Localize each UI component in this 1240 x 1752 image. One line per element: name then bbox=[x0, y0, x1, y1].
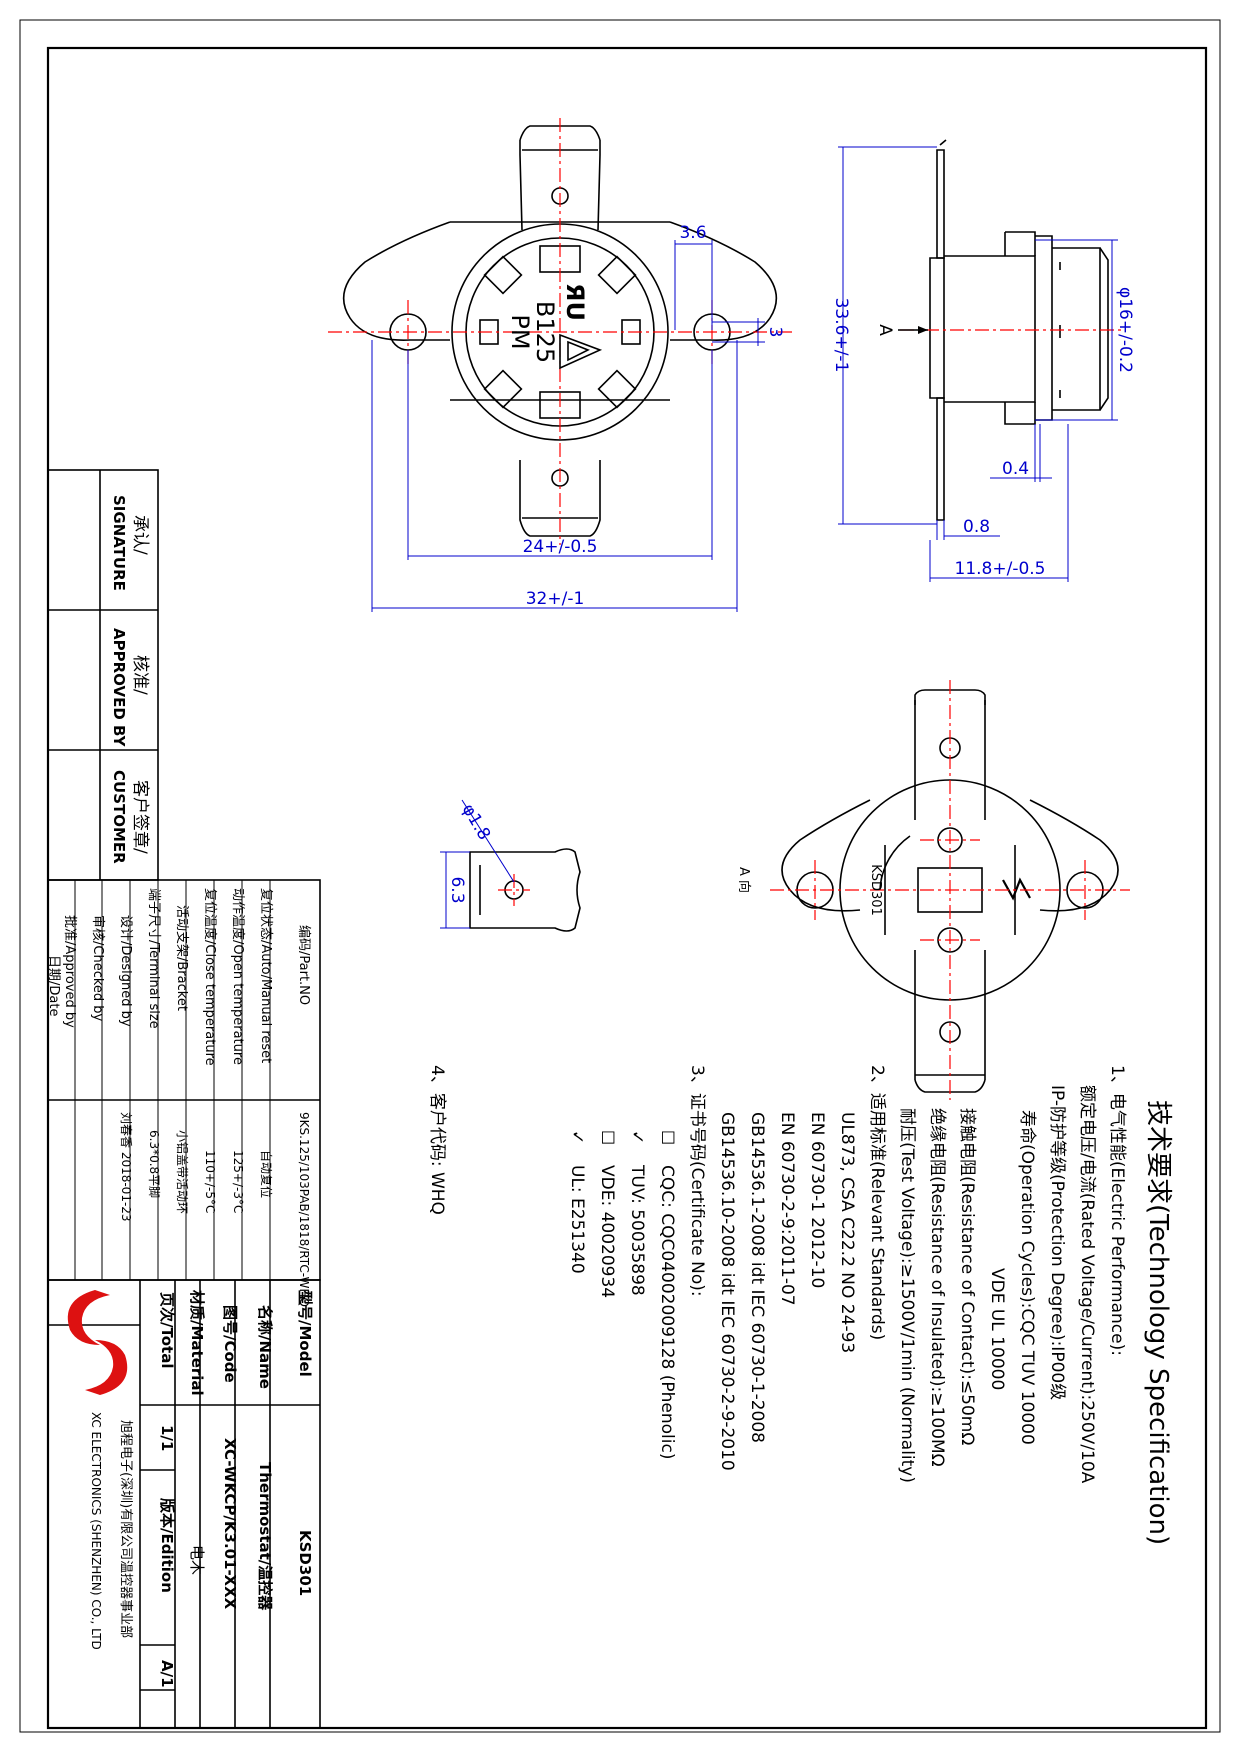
dim-33-6: 33.6+/-1 bbox=[831, 298, 851, 373]
spec-contact: 接触电阻(Resistance of Contact):≤50mΩ bbox=[957, 1108, 977, 1445]
p9-label: 批准/Approved by bbox=[62, 915, 77, 1028]
lightning-logo-icon bbox=[1002, 877, 1031, 901]
bottom-view: KSD301 A 向 bbox=[736, 680, 1130, 1100]
p4-label: 复位温度/Close temperature bbox=[202, 888, 218, 1066]
name-value: Thermostat/温控器 bbox=[256, 1462, 274, 1611]
app-en: APPROVED BY bbox=[110, 628, 128, 748]
company-cn: 旭程电子(深圳)有限公司温控器事业部 bbox=[118, 1420, 133, 1638]
p6-label: 端子尺寸/Terminal size bbox=[146, 888, 161, 1029]
cert-vde-mark: ☐ bbox=[597, 1130, 617, 1145]
face-mark-b125: B125 bbox=[531, 301, 559, 363]
spec-title: 技术要求(Technology Specification) bbox=[1143, 1100, 1173, 1545]
cert-tuv: TUV: 50035898 bbox=[627, 1164, 647, 1296]
face-mark-ru: ЯU bbox=[561, 283, 589, 321]
spec-s1-head: 1、电气性能(Electric Performance): bbox=[1107, 1065, 1127, 1356]
cus-en: CUSTOMER bbox=[110, 770, 128, 864]
cert-cqc-mark: ☐ bbox=[657, 1130, 677, 1145]
p8-label: 审核/Checked by bbox=[90, 915, 105, 1022]
dim-24: 24+/-0.5 bbox=[523, 537, 598, 557]
spec-s2-head: 2、适用标准(Relevant Standards) bbox=[867, 1065, 887, 1340]
p1-value: 9KS.125/103PAB/1818/RTC-WHQ bbox=[297, 1112, 311, 1307]
company-logo-icon bbox=[67, 1290, 128, 1395]
p10-label: 日期/Date bbox=[46, 955, 61, 1016]
view-a-label: A bbox=[875, 324, 895, 336]
name-label: 名称/Name bbox=[256, 1305, 274, 1389]
code-label: 图号/Code bbox=[221, 1305, 239, 1383]
model-value: KSD301 bbox=[296, 1530, 314, 1596]
spec-life2: VDE UL 10000 bbox=[987, 1268, 1007, 1390]
spec-s3-head: 3、证书号码(Certificate No): bbox=[687, 1065, 707, 1297]
dim-3-6: 3.6 bbox=[679, 223, 706, 243]
dim-32: 32+/-1 bbox=[526, 589, 585, 609]
spec-voltage: 耐压(Test Voltage):≥1500V/1min (Normality) bbox=[897, 1108, 917, 1483]
dim-6-3: 6.3 bbox=[447, 876, 467, 903]
outer-border bbox=[19, 19, 1221, 1733]
total-value: 1/1 bbox=[158, 1425, 176, 1451]
spec-std1: UL873, CSA C22.2 NO 24-93 bbox=[837, 1112, 857, 1353]
view-a-direction: A 向 bbox=[736, 867, 752, 893]
model-label: 型号/Model bbox=[296, 1290, 314, 1377]
p7-label: 设计/Designed by bbox=[118, 915, 133, 1027]
side-model-mark: KSD301 bbox=[868, 864, 883, 916]
sig-en: SIGNATURE bbox=[110, 495, 128, 591]
p1-label: 编码/Part.NO bbox=[296, 925, 311, 1005]
spec-insul: 绝缘电阻(Resistance of Insulated):≥100MΩ bbox=[927, 1108, 947, 1467]
cus-cn: 客户签章/ bbox=[130, 780, 150, 854]
p2-label: 复位状态/Auto/Manual reset bbox=[258, 888, 273, 1063]
code-value: XC-WKCP/K3.01-XXX bbox=[221, 1438, 239, 1610]
dim-11-8: 11.8+/-0.5 bbox=[955, 559, 1046, 579]
spec-ip: IP-防护等级(Protection Degree):IP00级 bbox=[1047, 1085, 1067, 1400]
terminal-detail: φ1.8 6.3 bbox=[440, 799, 581, 932]
sig-cn: 承认/ bbox=[130, 515, 150, 555]
cert-cqc: CQC: CQC04002009128 (Phenolic) bbox=[657, 1165, 677, 1459]
edition-value: A/1 bbox=[158, 1660, 176, 1688]
cert-ul-mark: ✓ bbox=[567, 1130, 587, 1144]
material-label: 材质/Material bbox=[188, 1290, 206, 1396]
spec-std5: GB14536.10-2008 idt IEC 60730-2-9-2010 bbox=[717, 1112, 737, 1471]
triangle-mark-icon bbox=[559, 333, 603, 370]
dim-0-4: 0.4 bbox=[1002, 459, 1029, 479]
spec-std2: EN 60730-1 2012-10 bbox=[807, 1112, 827, 1288]
side-view: A 33.6+/-1 φ16+/-0.2 0.4 0.8 11.8+/-0.5 bbox=[831, 139, 1135, 582]
company-en: XC ELECTRONICS (SHENZHEN) CO., LTD bbox=[89, 1412, 103, 1650]
face-mark-pm: PM bbox=[506, 314, 534, 349]
cert-vde: VDE: 40020934 bbox=[597, 1165, 617, 1298]
p3-label: 动作温度/Open temperature bbox=[230, 888, 246, 1065]
dim-0-8: 0.8 bbox=[963, 517, 990, 537]
material-value: 电木 bbox=[188, 1545, 206, 1575]
p3-value: 125+/-3°C bbox=[231, 1150, 245, 1213]
cert-ul: UL: E251340 bbox=[567, 1165, 587, 1274]
cert-tuv-mark: ✓ bbox=[627, 1130, 647, 1144]
dim-phi16: φ16+/-0.2 bbox=[1115, 287, 1135, 373]
p5-label: 活动支架/Bracket bbox=[174, 905, 189, 1011]
spec-life: 寿命(Operation Cycles):CQC TUV 10000 bbox=[1017, 1110, 1037, 1445]
edition-label: 版本/Edition bbox=[158, 1498, 176, 1593]
tech-spec-block: 技术要求(Technology Specification) 1、电气性能(El… bbox=[427, 1065, 1173, 1545]
app-cn: 核准/ bbox=[130, 655, 150, 695]
spec-rated: 额定电压/电流(Rated Voltage/Current):250V/10A bbox=[1077, 1085, 1097, 1484]
p6-value: 6.3*0.8平脚 bbox=[147, 1130, 162, 1198]
title-block: 型号/Model KSD301 名称/Name Thermostat/温控器 图… bbox=[47, 1279, 321, 1729]
top-view: B125 PM ЯU 3.6 3 24+/-0.5 32+/-1 bbox=[328, 118, 795, 612]
p7-value: 刘春香 2018-01-23 bbox=[119, 1112, 133, 1222]
dim-phi1-8: φ1.8 bbox=[458, 801, 494, 844]
p2-value: 自动复位 bbox=[259, 1150, 274, 1198]
spec-std3: EN 60730-2-9:2011-07 bbox=[777, 1112, 797, 1306]
signature-strip: 承认/ SIGNATURE 核准/ APPROVED BY 客户签章/ CUST… bbox=[47, 469, 159, 881]
p4-value: 110+/-5°C bbox=[203, 1150, 217, 1213]
total-label: 页次/Total bbox=[158, 1292, 176, 1368]
spec-s4-head: 4、客户代码: WHQ bbox=[427, 1065, 447, 1215]
spec-std4: GB14536.1-2008 idt IEC 60730-1-2008 bbox=[747, 1112, 767, 1443]
param-table: 编码/Part.NO 9KS.125/103PAB/1818/RTC-WHQ 复… bbox=[46, 879, 321, 1307]
dim-3: 3 bbox=[765, 327, 785, 338]
p5-value: 小铝盖带活动环 bbox=[175, 1130, 190, 1214]
